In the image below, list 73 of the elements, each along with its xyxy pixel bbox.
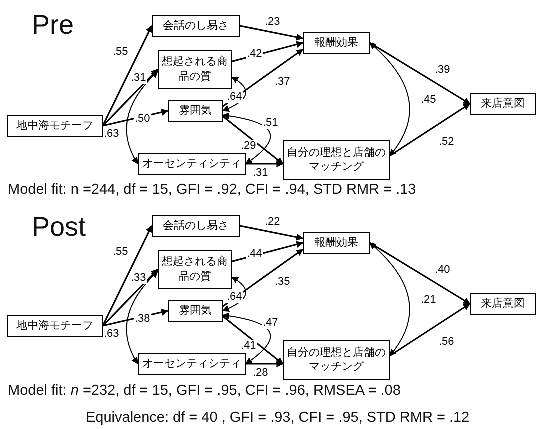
variable-box: 会話のし易さ [152,215,240,237]
arrow [232,241,304,262]
arrow [222,248,304,308]
variable-box: オーセンティシティ [138,353,246,375]
edge-label: .39 [434,64,452,76]
edge-label: .64 [226,91,244,104]
variable-box: 自分の理想と店舗のマッチング [283,340,390,380]
variable-box: 来店意図 [470,293,536,315]
variable-box: オーセンティシティ [138,153,246,175]
arrow [102,25,153,126]
panel-heading: Pre [32,10,74,41]
double-headed-arrow [222,312,272,364]
variable-box: 報酬効果 [303,232,370,254]
arrow [246,360,284,368]
edge-label: .29 [240,140,258,152]
arrow [390,303,471,357]
variable-box: 地中海モチーフ [7,315,103,337]
panel-heading: Post [32,212,86,243]
variable-box: 来店意図 [470,93,536,115]
edge-label: .51 [262,117,280,130]
edge-label: .47 [262,317,280,330]
arrow [240,225,304,241]
double-headed-arrow [222,276,246,312]
edge-label: .50 [134,113,152,126]
edge-label: .42 [246,48,264,60]
arrow [232,41,304,62]
edge-label: .23 [264,16,282,28]
arrow [222,48,304,108]
edge-label: .28 [252,367,270,380]
arrow [240,25,304,41]
edge-label: .63 [103,328,120,340]
arrow [390,103,471,157]
arrow [246,160,284,168]
variable-box: 雰囲気 [168,300,223,322]
variable-box: 自分の理想と店舗のマッチング [283,140,390,180]
variable-box: 雰囲気 [168,100,223,122]
fit-statistics: Equivalence: df = 40 , GFI = .93, CFI = .95, STD RMR = .12 [86,410,470,426]
arrow [222,316,284,365]
variable-box: 想起される商品の質 [158,50,232,89]
double-headed-arrow [369,42,410,157]
edge-label: .64 [226,291,244,304]
double-headed-arrow [126,270,158,365]
edge-label: .40 [434,264,452,276]
arrow [370,42,471,105]
variable-box: 地中海モチーフ [7,115,103,137]
edge-label: .37 [274,76,292,88]
edge-label: .55 [112,46,130,58]
double-headed-arrow [222,112,272,164]
fit-statistics: Model fit: n =232, df = 15, GFI = .95, CFI = .96, RMSEA = .08 [8,383,401,399]
variable-box: 会話のし易さ [152,15,240,37]
variable-box: 報酬効果 [303,32,370,54]
double-headed-arrow [222,76,246,112]
edge-label: .63 [103,128,120,140]
edge-label: .52 [438,136,456,148]
edge-label: .33 [130,272,148,284]
arrow [370,242,471,305]
edge-label: .38 [134,313,152,326]
fit-statistics: Model fit: n =244, df = 15, GFI = .92, CFI = .94, STD RMR = .13 [8,182,416,198]
edge-label: .35 [274,276,292,288]
edge-label: .44 [246,248,264,260]
arrow [102,68,159,127]
edge-label: .56 [438,336,456,348]
arrow [102,309,169,327]
edge-label: .31 [130,72,148,84]
double-headed-arrow [369,242,410,357]
edge-label: .55 [112,246,130,258]
edge-label: .45 [420,94,438,106]
variable-box: 想起される商品の質 [158,250,232,289]
arrow [102,225,153,326]
arrow [222,116,284,165]
edge-label: .31 [252,167,270,180]
double-headed-arrow [126,70,158,165]
arrow [102,268,159,327]
